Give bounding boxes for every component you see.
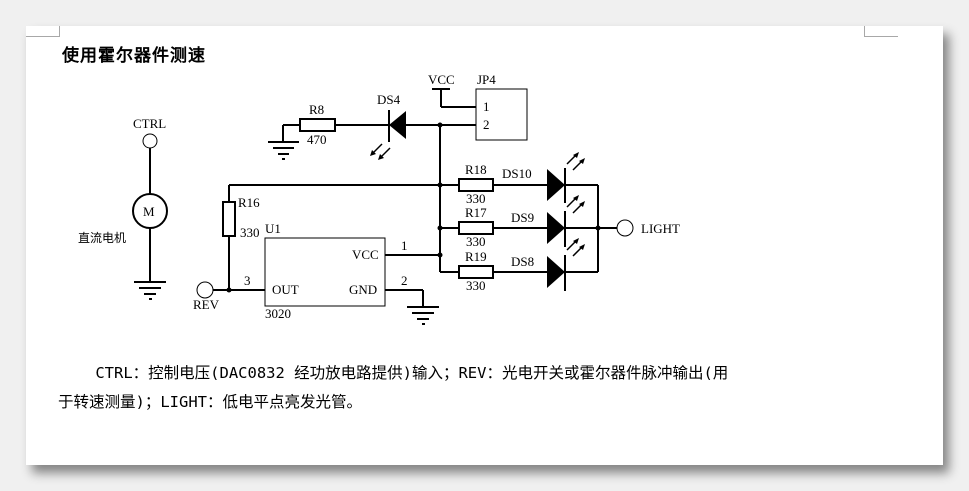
u1-pin-num-3: 3 — [244, 273, 251, 288]
ground-icon — [407, 306, 439, 325]
rev-label: REV — [193, 297, 220, 312]
u1-pin-num-2: 2 — [401, 273, 408, 288]
junction-dot — [437, 122, 443, 128]
ds4-led-icon — [389, 111, 406, 139]
u1-pin-out: OUT — [272, 282, 299, 297]
ds4-ref: DS4 — [377, 92, 401, 107]
u1-part: 3020 — [265, 306, 291, 321]
margin-corner-top-left — [26, 26, 60, 37]
r17-value: 330 — [466, 234, 486, 249]
r19-value: 330 — [466, 278, 486, 293]
r18-value: 330 — [466, 191, 486, 206]
ctrl-label: CTRL — [133, 116, 166, 131]
motor-branch — [132, 133, 168, 300]
ground-icon — [268, 125, 299, 160]
ds10-led-icon — [547, 169, 565, 201]
r8-ref: R8 — [309, 102, 324, 117]
ctrl-terminal — [142, 133, 158, 149]
r8-branch — [268, 110, 440, 160]
jp4-ref: JP4 — [477, 72, 496, 87]
margin-corner-top-right — [864, 26, 898, 37]
ds8-led-icon — [547, 256, 565, 288]
description-line-2: 于转速测量)；LIGHT：低电平点亮发光管。 — [58, 393, 362, 411]
r19-ref: R19 — [465, 249, 487, 264]
section-title: 使用霍尔器件测速 — [62, 46, 206, 66]
u1-pin-vcc: VCC — [352, 247, 379, 262]
jp4-header — [475, 88, 528, 141]
u1-pin-num-1: 1 — [401, 238, 408, 253]
motor-label: 直流电机 — [78, 231, 126, 245]
junction-dot — [595, 225, 601, 231]
junction-dot — [437, 252, 443, 258]
r16-ref: R16 — [238, 195, 260, 210]
u1-pin-gnd: GND — [349, 282, 377, 297]
r8-value: 470 — [307, 132, 327, 147]
ds9-led-icon — [547, 212, 565, 244]
jp4-pin1: 1 — [483, 99, 490, 114]
junction-dot — [226, 287, 232, 293]
r18-resistor — [458, 178, 494, 192]
r17-resistor — [458, 221, 494, 235]
junction-dot — [437, 182, 443, 188]
motor-symbol-label: M — [143, 204, 155, 219]
r16-value: 330 — [240, 225, 260, 240]
junction-dot — [437, 225, 443, 231]
rev-terminal — [196, 281, 214, 299]
ds9-ref: DS9 — [511, 210, 534, 225]
description-line-1: CTRL：控制电压(DAC0832 经功放电路提供)输入；REV：光电开关或霍尔… — [58, 364, 729, 382]
jp4-pin2: 2 — [483, 117, 490, 132]
light-label: LIGHT — [641, 221, 680, 236]
r17-ref: R17 — [465, 205, 487, 220]
light-terminal — [616, 219, 634, 237]
ds10-ref: DS10 — [502, 166, 532, 181]
document-page: 使用霍尔器件测速 CTRL：控制电压(DAC0832 经功放电路提供)输入；RE… — [26, 26, 943, 465]
r8-resistor — [299, 118, 336, 132]
u1-ref: U1 — [265, 221, 281, 236]
u1-hall-sensor — [264, 237, 386, 307]
r16-resistor — [222, 201, 236, 237]
ds8-ref: DS8 — [511, 254, 534, 269]
vcc-label: VCC — [428, 72, 455, 87]
r19-resistor — [458, 265, 494, 279]
r18-ref: R18 — [465, 162, 487, 177]
ground-icon — [134, 281, 166, 300]
